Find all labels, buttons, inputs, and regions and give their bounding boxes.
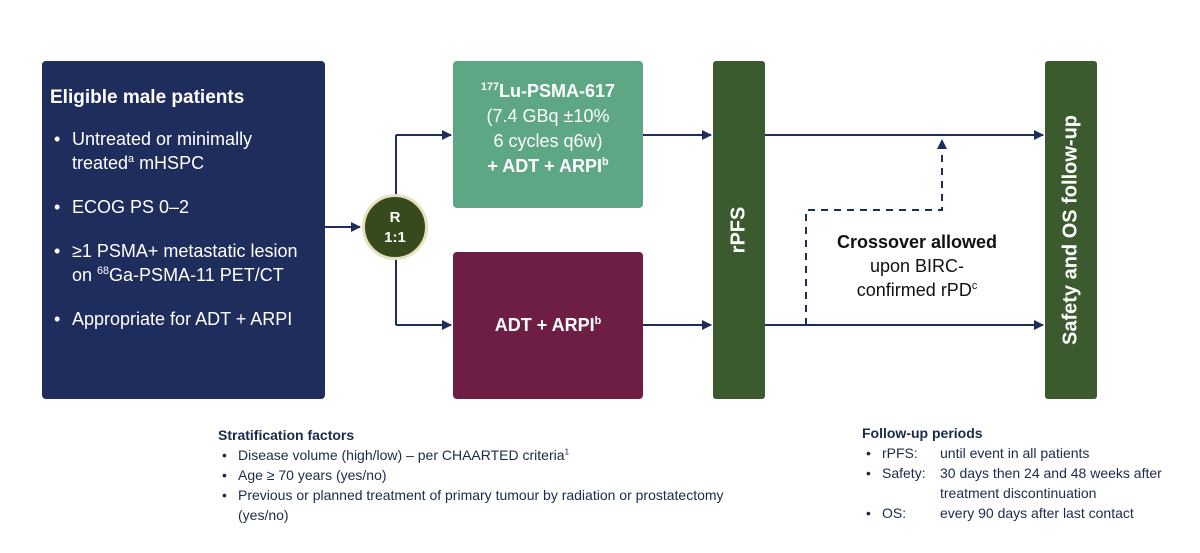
- randomization-circle: R 1:1: [362, 194, 428, 260]
- crossover-title: Crossover allowed: [836, 232, 998, 252]
- rpfs-label: rPFS: [727, 206, 750, 254]
- crossover-dashed-path: [805, 139, 947, 325]
- lu-arm-combo: + ADT + ARPIb: [487, 156, 609, 176]
- followup-row: •rPFS:until event in all patients: [866, 445, 1090, 461]
- stratification-item: Previous or planned treatment of primary…: [218, 485, 738, 525]
- eligible-patients-box: Eligible male patients Untreated or mini…: [42, 61, 325, 399]
- eligibility-item: ≥1 PSMA+ metastatic lesion on 68Ga-PSMA-…: [50, 239, 315, 287]
- randomization-ratio: 1:1: [384, 229, 406, 246]
- adt-arm-label: ADT + ARPI: [494, 315, 595, 335]
- rpfs-bar: rPFS: [713, 61, 765, 399]
- stratification-list: Disease volume (high/low) – per CHAARTED…: [218, 445, 738, 525]
- safety-label: Safety and OS follow-up: [1059, 114, 1082, 346]
- followup-periods: Follow-up periods •rPFS:until event in a…: [862, 425, 1192, 523]
- stratification-title: Stratification factors: [218, 427, 355, 443]
- followup-row: •OS:every 90 days after last contact: [866, 505, 1134, 521]
- eligibility-item: ECOG PS 0–2: [50, 195, 315, 219]
- stratification-factors: Stratification factors Disease volume (h…: [218, 427, 738, 525]
- followup-title: Follow-up periods: [862, 425, 983, 441]
- lu-arm-dose: (7.4 GBq ±10%: [486, 106, 610, 126]
- randomization-label: R: [389, 209, 401, 226]
- followup-row: •Safety:30 days then 24 and 48 weeks aft…: [866, 465, 1162, 501]
- lu-arm-cycles: 6 cycles q6w): [493, 131, 603, 151]
- eligibility-list: Untreated or minimally treateda mHSPC EC…: [50, 127, 315, 331]
- adt-arm-footnote: b: [594, 315, 602, 327]
- lu-arm-name: 177Lu-PSMA-617: [480, 81, 616, 101]
- crossover-note: Crossover allowed upon BIRC- confirmed r…: [822, 230, 1012, 302]
- eligibility-item: Untreated or minimally treateda mHSPC: [50, 127, 315, 175]
- crossover-line2: upon BIRC-: [869, 256, 965, 276]
- safety-followup-bar: Safety and OS follow-up: [1045, 61, 1097, 399]
- stratification-item: Age ≥ 70 years (yes/no): [218, 465, 738, 485]
- stratification-item: Disease volume (high/low) – per CHAARTED…: [218, 445, 738, 465]
- crossover-line3: confirmed rPDc: [856, 280, 978, 300]
- lu-psma-arm-box: 177Lu-PSMA-617 (7.4 GBq ±10% 6 cycles q6…: [453, 61, 643, 208]
- eligibility-item: Appropriate for ADT + ARPI: [50, 307, 315, 331]
- eligible-title: Eligible male patients: [50, 87, 245, 108]
- adt-arpi-arm-box: ADT + ARPIb: [453, 252, 643, 399]
